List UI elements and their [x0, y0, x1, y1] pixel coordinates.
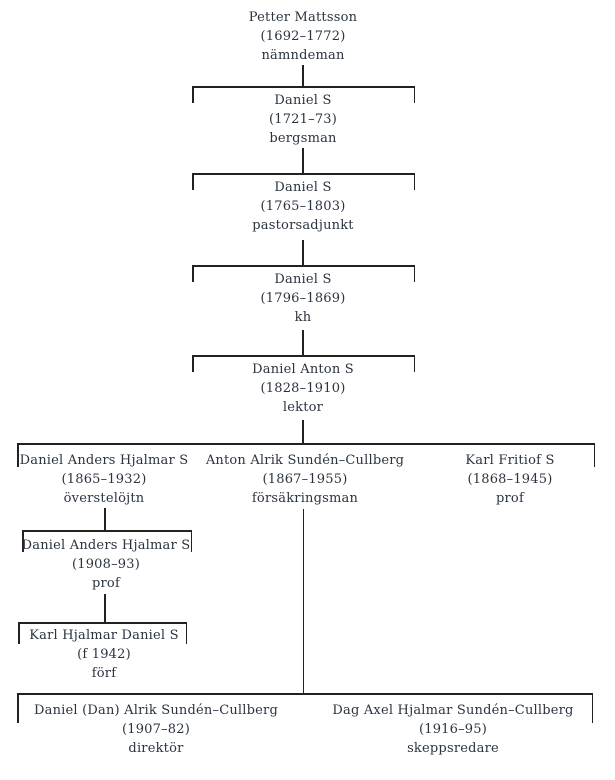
- connector-tick: [185, 622, 187, 644]
- connector-horizontal: [192, 86, 415, 88]
- person-node-daniel-dan-alrik-sunden-cullberg: Daniel (Dan) Alrik Sundén–Cullberg (1907…: [34, 701, 278, 758]
- connector-tick: [192, 86, 194, 103]
- connector-vertical: [302, 330, 304, 355]
- person-name: Daniel Anders Hjalmar S: [19, 453, 189, 468]
- person-name: Daniel S: [274, 180, 332, 195]
- person-role: pastorsadjunkt: [252, 218, 354, 233]
- person-name: Daniel Anders Hjalmar S: [21, 538, 191, 553]
- person-years: (1765–1803): [260, 199, 346, 214]
- person-node-petter-mattsson: Petter Mattsson (1692–1772) nämndeman: [249, 8, 357, 65]
- connector-horizontal: [22, 530, 192, 532]
- connector-horizontal: [192, 265, 415, 267]
- person-years: (1692–1772): [260, 29, 346, 44]
- connector-tick: [413, 265, 415, 282]
- connector-horizontal: [192, 173, 415, 175]
- connector-vertical: [104, 508, 106, 530]
- connector-tick: [593, 443, 595, 467]
- connector-vertical: [302, 65, 304, 86]
- person-role: försäkringsman: [251, 491, 359, 506]
- person-node-daniel-s-1721: Daniel S (1721–73) bergsman: [269, 91, 337, 148]
- person-role: skeppsredare: [407, 741, 499, 756]
- connector-tick: [413, 173, 415, 190]
- connector-tick: [192, 355, 194, 372]
- connector-horizontal: [17, 443, 595, 445]
- connector-vertical: [302, 420, 304, 443]
- person-node-daniel-anders-hjalmar-1908: Daniel Anders Hjalmar S (1908–93) prof: [22, 536, 191, 593]
- person-node-karl-hjalmar-daniel-s: Karl Hjalmar Daniel S (f 1942) förf: [29, 626, 178, 683]
- person-role: prof: [92, 576, 120, 591]
- person-name: Petter Mattsson: [248, 10, 358, 25]
- person-role: prof: [496, 491, 524, 506]
- person-years: (f 1942): [77, 647, 131, 662]
- person-node-daniel-s-1765: Daniel S (1765–1803) pastorsadjunkt: [252, 178, 353, 235]
- person-node-dag-axel-hjalmar-sunden-cullberg: Dag Axel Hjalmar Sundén–Cullberg (1916–9…: [332, 701, 573, 758]
- person-years: (1865–1932): [61, 472, 147, 487]
- connector-tick: [591, 693, 593, 723]
- person-role: bergsman: [269, 131, 337, 146]
- person-role: kh: [294, 310, 312, 325]
- connector-tick: [22, 530, 24, 552]
- person-years: (1796–1869): [260, 291, 346, 306]
- person-years: (1828–1910): [260, 381, 346, 396]
- person-name: Daniel Anton S: [252, 362, 354, 377]
- person-role: förf: [91, 666, 117, 681]
- connector-vertical: [302, 148, 304, 173]
- person-name: Daniel S: [274, 93, 332, 108]
- connector-tick: [17, 443, 19, 467]
- person-role: överstelöjtn: [63, 491, 145, 506]
- person-years: (1721–73): [268, 112, 338, 127]
- person-node-daniel-anton-s: Daniel Anton S (1828–1910) lektor: [252, 360, 354, 417]
- person-years: (1908–93): [71, 557, 141, 572]
- person-node-daniel-s-1796: Daniel S (1796–1869) kh: [260, 270, 345, 327]
- person-role: nämndeman: [261, 48, 345, 63]
- connector-tick: [413, 86, 415, 103]
- person-role: direktör: [128, 741, 184, 756]
- person-name: Dag Axel Hjalmar Sundén–Cullberg: [332, 703, 574, 718]
- person-years: (1867–1955): [262, 472, 348, 487]
- connector-tick: [17, 693, 19, 723]
- connector-vertical: [104, 594, 106, 622]
- person-name: Karl Hjalmar Daniel S: [29, 628, 179, 643]
- connector-horizontal: [18, 622, 187, 624]
- connector-tick: [18, 622, 20, 644]
- connector-tick: [192, 173, 194, 190]
- person-years: (1868–1945): [467, 472, 553, 487]
- person-node-karl-fritiof-s: Karl Fritiof S (1868–1945) prof: [465, 451, 554, 508]
- person-name: Daniel S: [274, 272, 332, 287]
- person-name: Anton Alrik Sundén–Cullberg: [205, 453, 405, 468]
- person-name: Karl Fritiof S: [465, 453, 555, 468]
- person-years: (1907–82): [121, 722, 191, 737]
- connector-vertical: [302, 240, 304, 265]
- person-role: lektor: [282, 400, 324, 415]
- person-name: Daniel (Dan) Alrik Sundén–Cullberg: [34, 703, 278, 718]
- person-node-daniel-anders-hjalmar-1865: Daniel Anders Hjalmar S (1865–1932) över…: [20, 451, 189, 508]
- connector-vertical: [302, 509, 304, 693]
- person-node-anton-alrik-sunden-cullberg: Anton Alrik Sundén–Cullberg (1867–1955) …: [206, 451, 404, 508]
- connector-horizontal: [192, 355, 415, 357]
- person-years: (1916–95): [418, 722, 488, 737]
- connector-tick: [190, 530, 192, 552]
- connector-tick: [413, 355, 415, 372]
- connector-tick: [192, 265, 194, 282]
- connector-horizontal: [17, 693, 593, 695]
